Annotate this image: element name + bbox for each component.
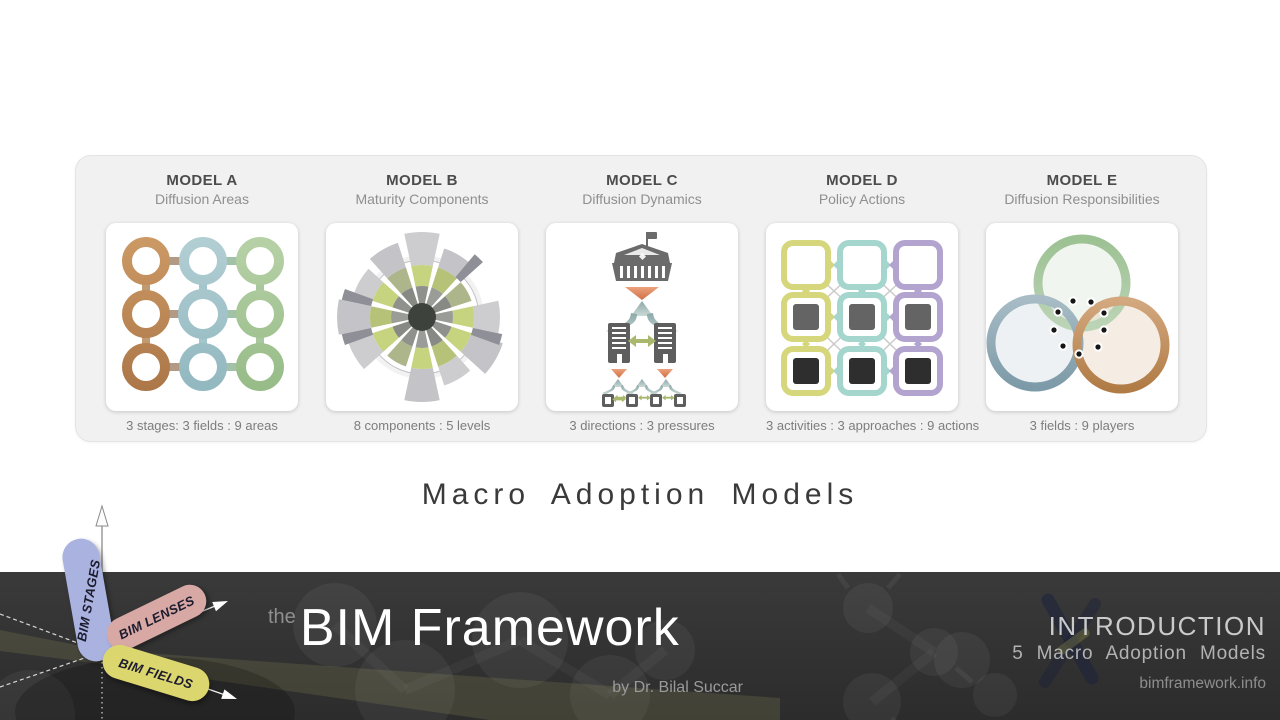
policy-grid-icon bbox=[781, 240, 943, 396]
model-c-section: MODEL C Diffusion Dynamics bbox=[546, 156, 738, 441]
section-title: INTRODUCTION bbox=[1048, 611, 1266, 641]
bim-stages-label: BIM STAGES bbox=[73, 557, 104, 643]
model-b-title: MODEL B bbox=[386, 172, 458, 189]
model-a-caption: 3 stages: 3 fields : 9 areas bbox=[126, 418, 278, 433]
organisation-icons bbox=[608, 323, 676, 363]
brand-prefix: the bbox=[268, 606, 296, 628]
model-c-card bbox=[546, 223, 738, 411]
model-d-title: MODEL D bbox=[826, 172, 898, 189]
model-c-title: MODEL C bbox=[606, 172, 678, 189]
model-e-title: MODEL E bbox=[1046, 172, 1118, 189]
player-dots bbox=[1049, 296, 1109, 359]
brand-name: BIM Framework bbox=[299, 599, 680, 657]
government-icon bbox=[612, 232, 672, 281]
model-e-caption: 3 fields : 9 players bbox=[1029, 418, 1135, 433]
section-subtitle: 5 Macro Adoption Models bbox=[1012, 643, 1266, 664]
model-d-caption: 3 activities : 3 approaches : 9 actions bbox=[766, 418, 980, 433]
venn-players-icon bbox=[986, 234, 1170, 394]
player-icons bbox=[602, 394, 686, 407]
model-a-card bbox=[106, 223, 298, 411]
model-a-subtitle: Diffusion Areas bbox=[155, 191, 249, 207]
model-c-caption: 3 directions : 3 pressures bbox=[569, 418, 715, 433]
model-b-card bbox=[326, 223, 518, 411]
maturity-wheel-icon bbox=[337, 232, 505, 402]
pressure-flow-icon bbox=[602, 232, 686, 407]
model-b-subtitle: Maturity Components bbox=[355, 191, 489, 207]
brand: theBIM Framework bbox=[268, 598, 680, 658]
model-a-section: MODEL A Diffusion Areas bbox=[106, 156, 298, 441]
model-d-section: MODEL D Policy Actions bbox=[766, 156, 980, 441]
model-e-card bbox=[986, 223, 1178, 411]
model-b-caption: 8 components : 5 levels bbox=[353, 418, 491, 433]
model-b-section: MODEL B Maturity Components bbox=[326, 156, 518, 441]
bottom-up-arrows bbox=[602, 379, 682, 395]
episode-info: INTRODUCTION 5 Macro Adoption Models bim… bbox=[1012, 613, 1266, 693]
model-a-title: MODEL A bbox=[166, 172, 238, 189]
brand-byline: by Dr. Bilal Succar bbox=[612, 679, 743, 696]
model-d-subtitle: Policy Actions bbox=[818, 191, 906, 207]
model-d-card bbox=[766, 223, 958, 411]
website-url: bimframework.info bbox=[1139, 675, 1266, 692]
model-e-section: MODEL E Diffusion Responsibilities bbox=[986, 156, 1178, 441]
model-c-subtitle: Diffusion Dynamics bbox=[582, 191, 702, 207]
models-panel: MODEL A Diffusion Areas bbox=[75, 155, 1207, 442]
slide-title: Macro Adoption Models bbox=[421, 478, 859, 511]
ring-grid-icon bbox=[122, 237, 284, 391]
model-e-subtitle: Diffusion Responsibilities bbox=[1004, 191, 1160, 207]
